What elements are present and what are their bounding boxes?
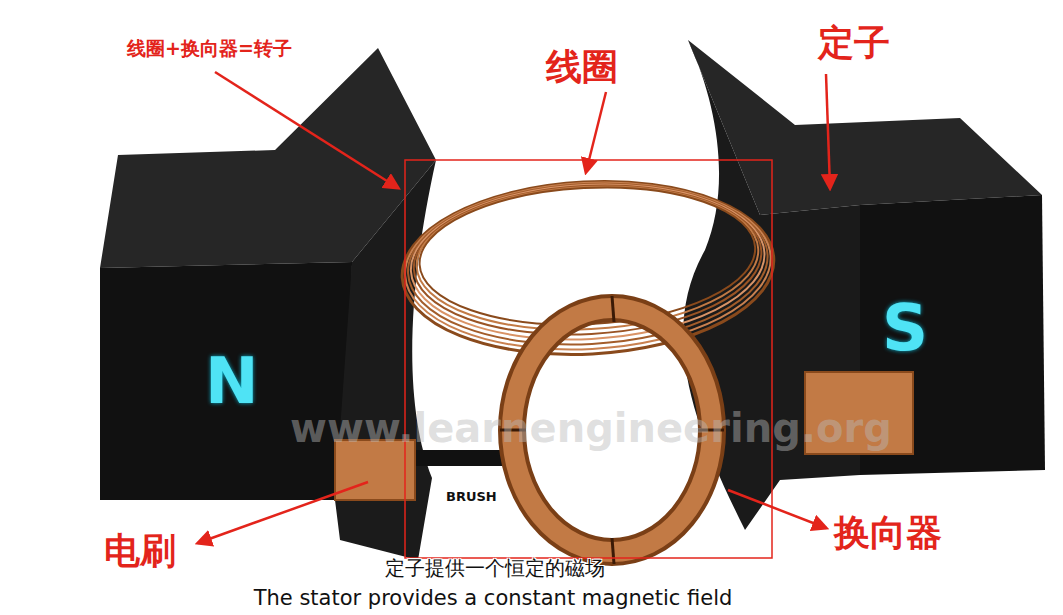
- part-label: BRUSH: [446, 490, 497, 505]
- pole-letter: S: [882, 292, 928, 366]
- callout-label: 线圈: [546, 46, 618, 87]
- callout-label: 电刷: [104, 530, 176, 571]
- callout-label: 换向器: [834, 512, 942, 553]
- coil: [398, 172, 778, 363]
- pole-letter: N: [205, 345, 259, 419]
- pole-piece: [335, 160, 436, 560]
- highlight-box: [405, 160, 772, 558]
- subtitle: 定子提供一个恒定的磁场: [385, 557, 605, 580]
- callout-label: 定子: [818, 22, 890, 63]
- watermark: www.learnengineering.org: [290, 405, 892, 451]
- leader-lines: [198, 72, 830, 543]
- callout-label: 线圈+换向器=转子: [127, 38, 292, 60]
- magnet-face: [100, 262, 352, 500]
- subtitle: The stator provides a constant magnetic …: [254, 586, 733, 610]
